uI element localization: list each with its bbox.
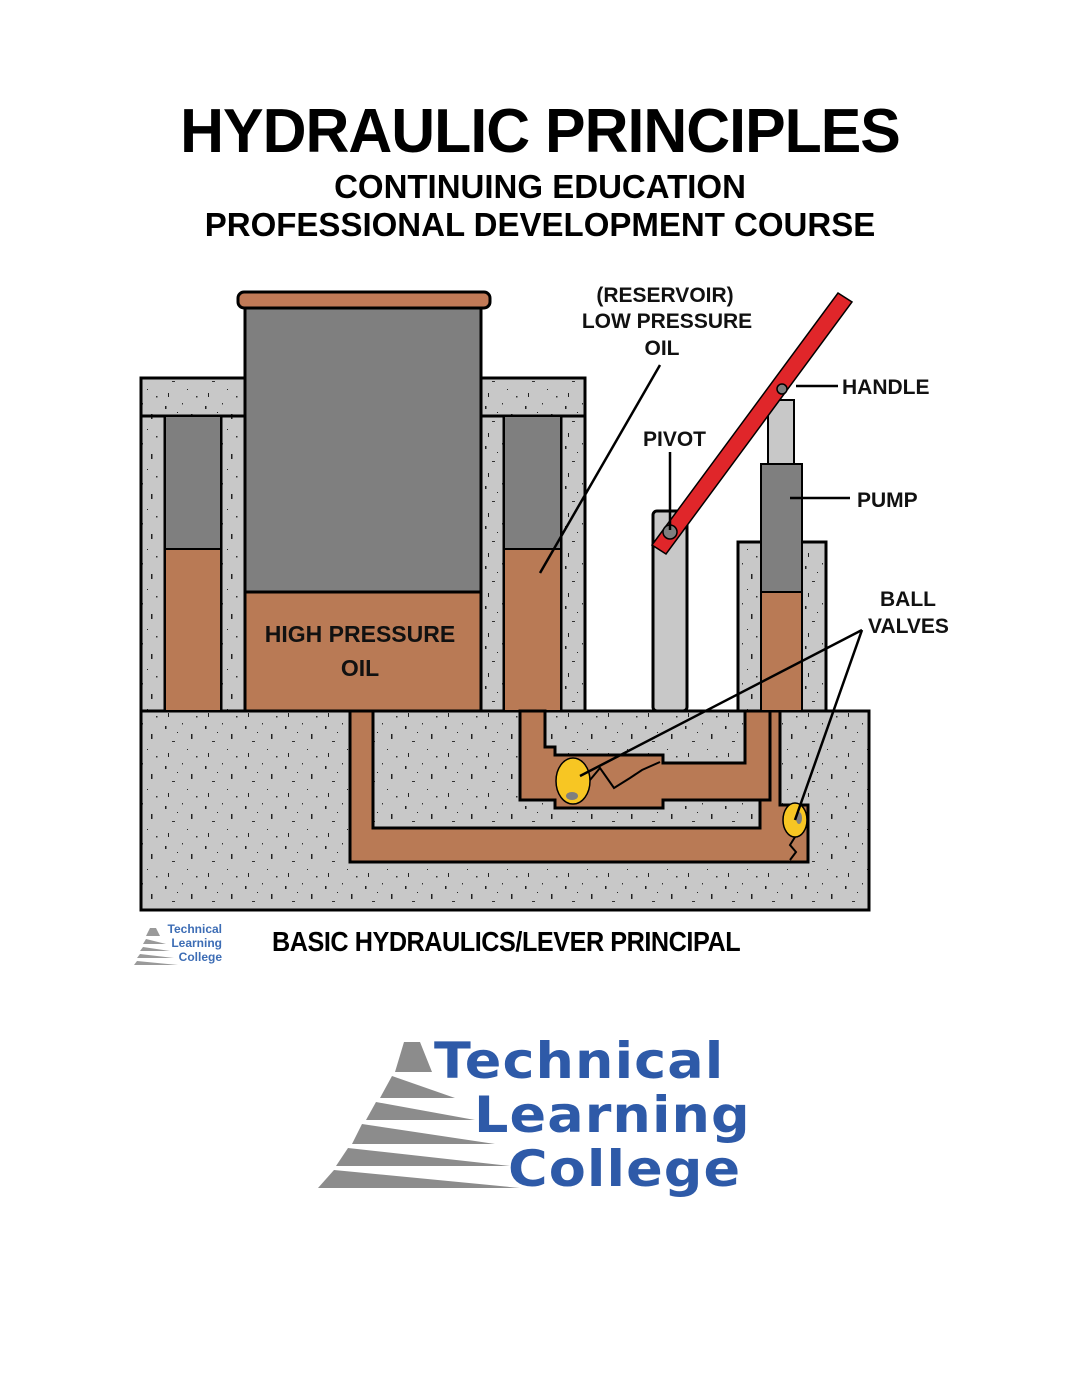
pump-piston (760, 463, 803, 593)
small-logo: Technical Learning College (167, 922, 222, 964)
technical-learning-college-logo: Technical Learning College (316, 1032, 776, 1198)
label-ball-valves: BALL (880, 588, 936, 611)
handle (650, 291, 854, 556)
small-logo-triangle-icon (134, 928, 178, 965)
label-pump: PUMP (857, 489, 918, 512)
subtitle-course: PROFESSIONAL DEVELOPMENT COURSE (204, 206, 876, 243)
page-title: HYDRAULIC PRINCIPLES (180, 97, 901, 166)
logo-word-college: College (508, 1140, 742, 1198)
svg-text:OIL: OIL (645, 337, 680, 360)
logo-word-learning: Learning (474, 1086, 751, 1144)
label-handle: HANDLE (842, 376, 930, 399)
label-reservoir: (RESERVOIR) (596, 284, 733, 307)
logo-word-technical: Technical (434, 1032, 725, 1090)
pump-oil (760, 591, 803, 712)
ball-valve-1 (555, 757, 591, 805)
svg-text:OIL: OIL (341, 655, 379, 681)
logo-triangle-icon (318, 1042, 520, 1188)
label-high-pressure: HIGH PRESSURE (265, 621, 455, 647)
svg-text:VALVES: VALVES (868, 615, 949, 638)
label-pivot: PIVOT (643, 428, 706, 451)
subtitle-continuing-education: CONTINUING EDUCATION (334, 168, 746, 205)
high-pressure-oil (243, 590, 483, 713)
svg-text:LOW PRESSURE: LOW PRESSURE (582, 310, 752, 333)
diagram-caption: BASIC HYDRAULICS/LEVER PRINCIPAL (272, 926, 741, 957)
ram (243, 306, 483, 594)
reservoir-oil-right (503, 548, 562, 712)
ram-cap (236, 290, 492, 310)
reservoir-oil-left (164, 548, 222, 712)
